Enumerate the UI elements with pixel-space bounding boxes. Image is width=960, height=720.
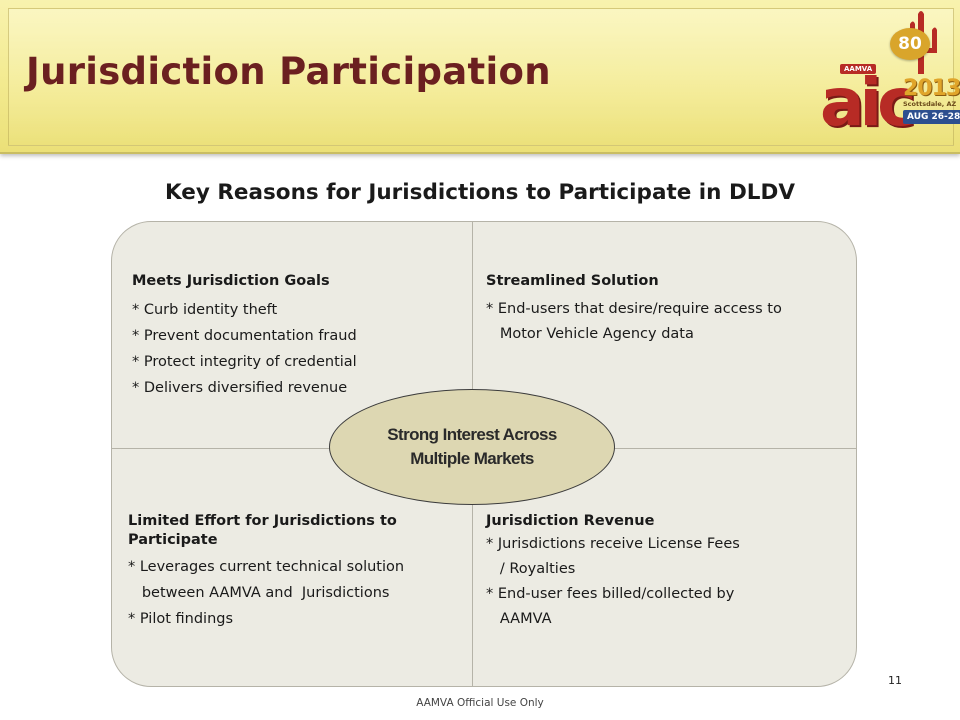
page-number: 11 <box>888 674 902 687</box>
slide-title: Jurisdiction Participation <box>26 50 551 93</box>
quadrant-top-right: Streamlined Solution * End-users that de… <box>486 272 846 347</box>
footer-classification: AAMVA Official Use Only <box>416 697 544 709</box>
quadrant-bottom-left: Limited Effort for Jurisdictions to Part… <box>128 512 458 632</box>
title-banner: Jurisdiction Participation 80 AAMVA aic … <box>0 0 960 154</box>
quadrant-list: * End-users that desire/require access t… <box>486 297 846 347</box>
quadrant-heading: Jurisdiction Revenue <box>486 513 655 529</box>
list-item: * Delivers diversified revenue <box>132 380 348 396</box>
center-label-line: Multiple Markets <box>410 449 534 468</box>
logo-dates: AUG 26-28 <box>903 110 960 124</box>
quadrant-list: * Leverages current technical solution b… <box>128 554 458 632</box>
list-item: * Prevent documentation fraud <box>132 328 357 344</box>
logo-location: Scottsdale, AZ <box>903 100 957 108</box>
list-item: AAMVA <box>486 611 552 627</box>
list-item: / Royalties <box>486 561 576 577</box>
logo-wordmark: aic <box>820 64 916 141</box>
list-item: * Pilot findings <box>128 611 234 627</box>
list-item: * Jurisdictions receive License Fees <box>486 536 740 552</box>
quadrant-heading: Limited Effort for Jurisdictions to Part… <box>128 513 397 548</box>
list-item: * Protect integrity of credential <box>132 354 357 370</box>
center-ellipse: Strong Interest Across Multiple Markets <box>329 389 615 505</box>
quadrant-heading: Streamlined Solution <box>486 273 659 289</box>
list-item: * End-users that desire/require access t… <box>486 301 782 317</box>
list-item: * Curb identity theft <box>132 302 278 318</box>
quadrant-bottom-right: Jurisdiction Revenue * Jurisdictions rec… <box>486 512 846 635</box>
quadrant-list: * Jurisdictions receive License Fees / R… <box>486 535 846 629</box>
center-label-line: Strong Interest Across <box>387 425 557 444</box>
quadrant-heading: Meets Jurisdiction Goals <box>132 273 330 289</box>
quadrant-list: * Curb identity theft * Prevent document… <box>132 297 462 401</box>
aic-2013-logo: 80 AAMVA aic 2013 Scottsdale, AZ AUG 26-… <box>800 6 960 146</box>
list-item: Motor Vehicle Agency data <box>486 326 694 342</box>
list-item: * End-user fees billed/collected by <box>486 586 735 602</box>
anniversary-badge: 80 <box>890 28 930 60</box>
logo-year: 2013 <box>903 76 960 101</box>
center-label: Strong Interest Across Multiple Markets <box>362 423 582 471</box>
logo-org-tag: AAMVA <box>840 64 877 74</box>
list-item: between AAMVA and Jurisdictions <box>128 585 390 601</box>
title-banner-frame <box>8 8 954 146</box>
list-item: * Leverages current technical solution <box>128 559 405 575</box>
quadrant-top-left: Meets Jurisdiction Goals * Curb identity… <box>132 272 462 401</box>
slide-subtitle: Key Reasons for Jurisdictions to Partici… <box>165 180 795 205</box>
